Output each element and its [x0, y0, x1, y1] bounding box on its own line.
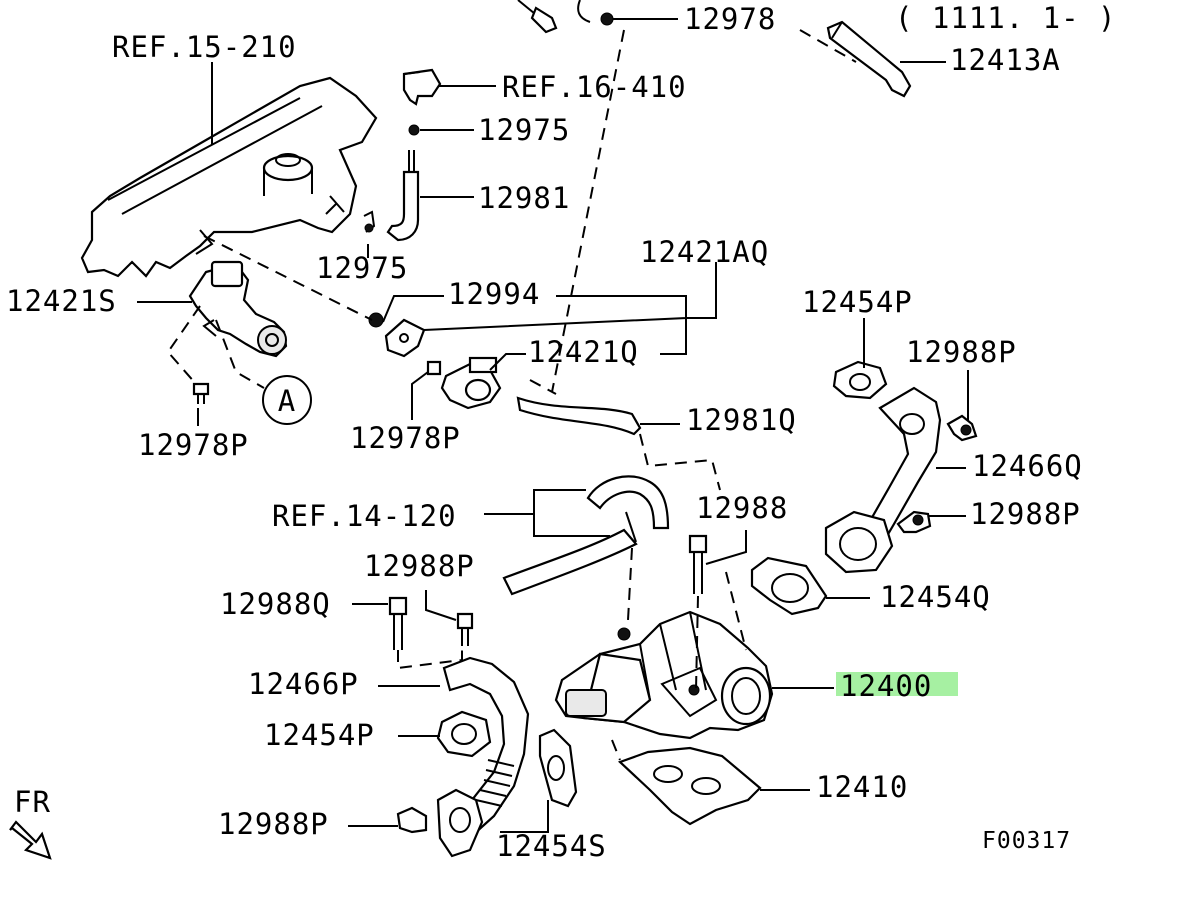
gasket-12454p-top [832, 360, 888, 400]
callout-a: A [262, 375, 312, 425]
figure-code: F00317 [982, 828, 1071, 854]
part-label-12978[interactable]: 12978 [684, 2, 776, 36]
part-label-12421s[interactable]: 12421S [6, 284, 117, 318]
part-label-12454p-top[interactable]: 12454P [802, 285, 913, 319]
egr-valve-12400-part [554, 610, 774, 740]
part-label-12421q[interactable]: 12421Q [528, 335, 639, 369]
solenoid-12421s-part [188, 260, 288, 358]
plate-12410-part [617, 746, 762, 826]
top-connector-part [517, 0, 614, 34]
part-label-12988p-bottom[interactable]: 12988P [218, 807, 329, 841]
bolt-12978p-left [192, 382, 210, 404]
ref-label-16-410[interactable]: REF.16-410 [502, 70, 687, 104]
highlight-12400 [836, 672, 958, 696]
serial-range-label: ( 1111. 1- ) [895, 1, 1117, 35]
assembly-dashed-lines [166, 29, 747, 761]
intake-manifold-part [80, 76, 378, 278]
part-label-12410[interactable]: 12410 [816, 770, 908, 804]
part-label-12975-top[interactable]: 12975 [478, 113, 570, 147]
gasket-12454p-left [436, 710, 492, 758]
part-label-12981[interactable]: 12981 [478, 181, 570, 215]
part-label-12994[interactable]: 12994 [448, 277, 540, 311]
part-label-12421aq[interactable]: 12421AQ [640, 235, 769, 269]
part-label-12975-bottom[interactable]: 12975 [316, 251, 408, 285]
part-label-12413a[interactable]: 12413A [950, 43, 1061, 77]
bolt-12988q-part [388, 596, 408, 650]
part-label-12981q[interactable]: 12981Q [686, 403, 797, 437]
bolt-12988p-bottom [396, 806, 428, 834]
sensor-16-410-part [402, 68, 442, 106]
part-label-12988p-top[interactable]: 12988P [906, 335, 1017, 369]
hose-ref-14-120-part [502, 475, 670, 596]
ref-label-15-210[interactable]: REF.15-210 [112, 30, 297, 64]
bolt-12988-part [688, 534, 708, 594]
hose-12981-part [386, 150, 420, 242]
callout-a-label: A [278, 384, 296, 418]
part-label-12978p-left[interactable]: 12978P [138, 428, 249, 462]
part-label-12454p-left[interactable]: 12454P [264, 718, 375, 752]
clip-12975-top [408, 124, 420, 136]
part-label-12988p-left[interactable]: 12988P [364, 549, 475, 583]
front-direction-label: FR [14, 785, 51, 819]
pipe-12466p-part [436, 656, 530, 858]
ref-label-14-120[interactable]: REF.14-120 [272, 499, 457, 533]
front-direction-arrow-icon [9, 820, 52, 860]
part-label-12466p[interactable]: 12466P [248, 667, 359, 701]
clip-12975-bottom [363, 210, 376, 233]
pipe-12466q-part [824, 386, 942, 574]
hose-12413a-part [799, 20, 912, 98]
part-label-12454s[interactable]: 12454S [496, 829, 607, 863]
part-label-12466q[interactable]: 12466Q [972, 449, 1083, 483]
part-label-12978p-mid[interactable]: 12978P [350, 421, 461, 455]
bolt-12988p-right [896, 510, 932, 534]
bolt-12988p-top [946, 414, 978, 442]
gasket-12454s-part [538, 728, 578, 808]
leader-lines [137, 18, 969, 833]
bracket-12421q-part [384, 318, 502, 410]
part-label-12454q[interactable]: 12454Q [880, 580, 991, 614]
part-label-12988p-right[interactable]: 12988P [970, 497, 1081, 531]
gasket-12454q-part [750, 556, 828, 616]
hose-12981q-part [516, 396, 642, 436]
bolt-12988p-left [456, 612, 474, 646]
bolt-12978p-mid [426, 360, 442, 376]
part-label-12988q[interactable]: 12988Q [220, 587, 331, 621]
part-label-12400[interactable]: 12400 [840, 669, 932, 703]
part-label-12988[interactable]: 12988 [696, 491, 788, 525]
